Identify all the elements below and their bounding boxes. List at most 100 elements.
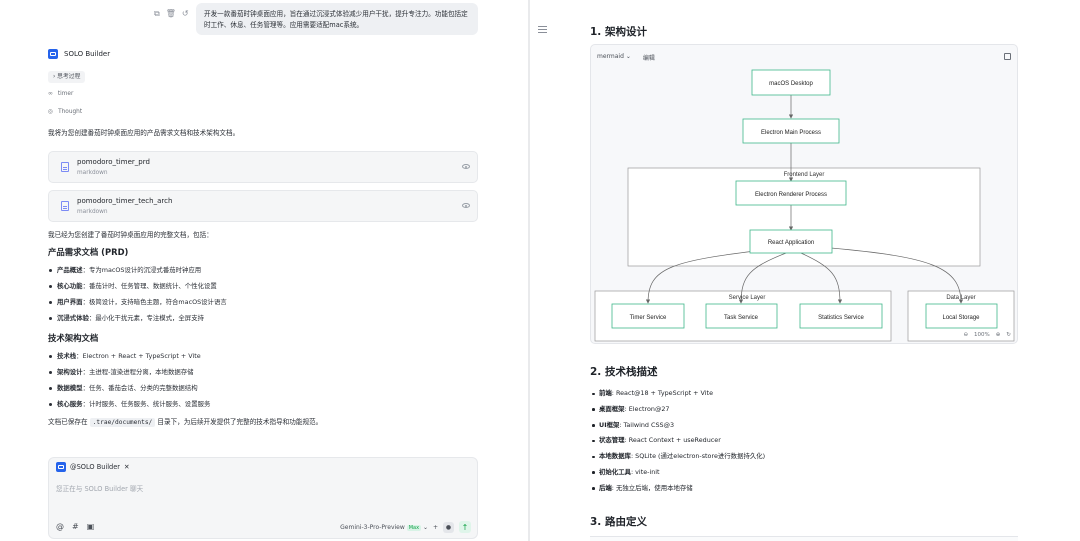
prd-list: 产品概述：专为macOS设计的沉浸式番茄时钟应用 核心功能：番茄计时、任务管理、…	[48, 262, 478, 326]
file-type: markdown	[77, 170, 108, 176]
node-task-service-label: Task Service	[724, 315, 759, 321]
bot-avatar-icon	[56, 462, 66, 472]
list-item: 初始化工具: vite-init	[592, 465, 765, 481]
copy-icon[interactable]	[1004, 53, 1011, 60]
list-item: 数据模型：任务、番茄会话、分类的完整数据结构	[48, 380, 478, 396]
max-badge: Max	[406, 524, 422, 531]
mention-chip[interactable]: @SOLO Builder ✕	[56, 462, 130, 472]
input-tools: @ # ▣	[56, 522, 94, 531]
input-right-controls: Gemini-3-Pro-Preview Max ⌄ + ● ↑	[340, 521, 471, 533]
chat-panel: ⧉ 🗑 ↺ 开发一款番茄时钟桌面应用，旨在通过沉浸式体验减少用户干扰，提升专注力…	[0, 0, 528, 541]
plus-icon[interactable]: +	[432, 523, 438, 531]
undo-icon[interactable]: ↺	[181, 9, 189, 18]
mermaid-diagram-block: mermaid ⌄ 编辑 Frontend Layer Service Laye…	[590, 44, 1018, 344]
copy-icon[interactable]: ⧉	[154, 9, 160, 18]
panel-divider[interactable]	[528, 0, 530, 541]
sparkle-icon: ✕	[124, 463, 130, 471]
meta-timer-label: timer	[57, 91, 74, 97]
saved-note: 文档已保存在 .trae/documents/ 目录下，为后续开发提供了完整的技…	[48, 418, 323, 427]
file-name: pomodoro_timer_tech_arch	[77, 197, 173, 205]
edit-button[interactable]: 编辑	[642, 55, 655, 62]
node-react-app	[749, 229, 833, 254]
document-icon	[61, 201, 69, 211]
list-item: 状态管理: React Context + useReducer	[592, 433, 765, 449]
list-item: 核心功能：番茄计时、任务管理、数据统计、个性化设置	[48, 278, 478, 294]
node-electron-main-label: Electron Main Process	[761, 130, 821, 136]
node-statistics-service	[799, 303, 883, 329]
node-local-storage	[925, 303, 998, 329]
meta-timer: ∞ timer	[48, 91, 73, 97]
thinking-toggle[interactable]: › 思考过程	[48, 71, 86, 83]
list-item: 沉浸式体验：最小化干扰元素，专注模式，全屏支持	[48, 310, 478, 326]
thought-icon: ◎	[48, 109, 54, 115]
mention-label: @SOLO Builder	[70, 463, 121, 471]
chat-input[interactable]: 您正在与 SOLO Builder 聊天	[56, 485, 144, 493]
architecture-diagram: Frontend Layer Service Layer Data Layer …	[594, 69, 1015, 342]
arch-list: 技术栈：Electron + React + TypeScript + Vite…	[48, 348, 478, 412]
meta-thought-label: Thought	[58, 109, 83, 115]
bot-name: SOLO Builder	[64, 50, 111, 58]
list-item: 技术栈：Electron + React + TypeScript + Vite	[48, 348, 478, 364]
user-message: 开发一款番茄时钟桌面应用，旨在通过沉浸式体验减少用户干扰，提升专注力。功能包括定…	[196, 3, 478, 35]
node-task-service	[705, 303, 778, 329]
list-item: 桌面框架: Electron@27	[592, 402, 765, 418]
toc-menu-icon[interactable]	[538, 26, 547, 33]
saved-path: .trae/documents/	[89, 418, 156, 427]
list-item: 前端: React@18 + TypeScript + Vite	[592, 386, 765, 402]
preview-eye-icon[interactable]	[462, 164, 470, 169]
list-item: 用户界面：极简设计，支持暗色主题，符合macOS设计语言	[48, 294, 478, 310]
zoom-controls: ⊖ 100% ⊕ ↻	[963, 332, 1011, 338]
preview-eye-icon[interactable]	[462, 203, 470, 208]
zoom-in-icon[interactable]: ⊕	[995, 332, 1001, 338]
tech-stack-list: 前端: React@18 + TypeScript + Vite 桌面框架: E…	[592, 386, 765, 497]
node-timer-service-label: Timer Service	[630, 315, 667, 321]
document-panel: 1. 架构设计 mermaid ⌄ 编辑 Frontend Layer Serv…	[530, 0, 1080, 541]
zoom-out-icon[interactable]: ⊖	[963, 332, 969, 338]
edge-react-task	[738, 252, 787, 304]
model-selector[interactable]: Gemini-3-Pro-Preview Max ⌄	[340, 523, 428, 531]
chat-input-box[interactable]: @SOLO Builder ✕ 您正在与 SOLO Builder 聊天 @ #…	[48, 457, 478, 539]
bot-avatar-icon	[48, 49, 58, 59]
node-macos-desktop-label: macOS Desktop	[769, 81, 813, 87]
reset-zoom-icon[interactable]: ↻	[1006, 332, 1011, 338]
edge-react-timer	[645, 248, 772, 304]
mermaid-toolbar: mermaid ⌄ 编辑	[597, 53, 655, 62]
node-electron-renderer	[735, 180, 847, 206]
bot-header: SOLO Builder	[48, 49, 110, 59]
meta-thought[interactable]: ◎ Thought	[48, 109, 82, 115]
edge-react-storage	[830, 247, 964, 304]
send-button[interactable]: ↑	[459, 521, 471, 533]
list-item: 本地数据库: SQLite (通过electron-store进行数据持久化)	[592, 449, 765, 465]
edge-react-stats	[800, 252, 843, 304]
node-electron-renderer-label: Electron Renderer Process	[755, 192, 827, 198]
node-macos-desktop	[751, 69, 831, 96]
section-title-tech-stack: 2. 技术栈描述	[590, 366, 658, 378]
delete-icon[interactable]: 🗑	[165, 9, 176, 18]
mermaid-mode-select[interactable]: mermaid ⌄	[597, 53, 631, 60]
list-item: 核心服务：计时服务、任务服务、统计服务、设置服务	[48, 396, 478, 412]
summary-intro: 我已经为您创建了番茄时钟桌面应用的完整文档，包括：	[48, 231, 213, 239]
file-card-prd[interactable]: pomodoro_timer_prd markdown	[48, 151, 478, 183]
intro-text: 我将为您创建番茄时钟桌面应用的产品需求文档和技术架构文档。	[48, 129, 240, 137]
image-icon[interactable]: ▣	[86, 522, 95, 531]
node-timer-service	[611, 303, 685, 329]
routes-table	[590, 536, 1018, 541]
document-icon	[61, 162, 69, 172]
service-layer-label: Service Layer	[729, 295, 766, 301]
prd-heading: 产品需求文档 (PRD)	[48, 247, 129, 257]
list-item: 架构设计：主进程-渲染进程分离，本地数据存储	[48, 364, 478, 380]
file-type: markdown	[77, 209, 108, 215]
node-local-storage-label: Local Storage	[942, 315, 980, 321]
microphone-icon[interactable]: ●	[443, 521, 454, 533]
arch-heading: 技术架构文档	[48, 333, 99, 343]
list-item: UI框架: Tailwind CSS@3	[592, 418, 765, 434]
list-item: 产品概述：专为macOS设计的沉浸式番茄时钟应用	[48, 262, 478, 278]
node-react-app-label: React Application	[768, 240, 814, 246]
file-name: pomodoro_timer_prd	[77, 158, 150, 166]
thinking-label: 思考过程	[57, 74, 81, 80]
section-title-architecture: 1. 架构设计	[590, 26, 647, 38]
mention-button[interactable]: @	[56, 522, 64, 531]
hash-button[interactable]: #	[72, 522, 79, 531]
file-card-tech-arch[interactable]: pomodoro_timer_tech_arch markdown	[48, 190, 478, 222]
node-statistics-service-label: Statistics Service	[818, 315, 864, 321]
